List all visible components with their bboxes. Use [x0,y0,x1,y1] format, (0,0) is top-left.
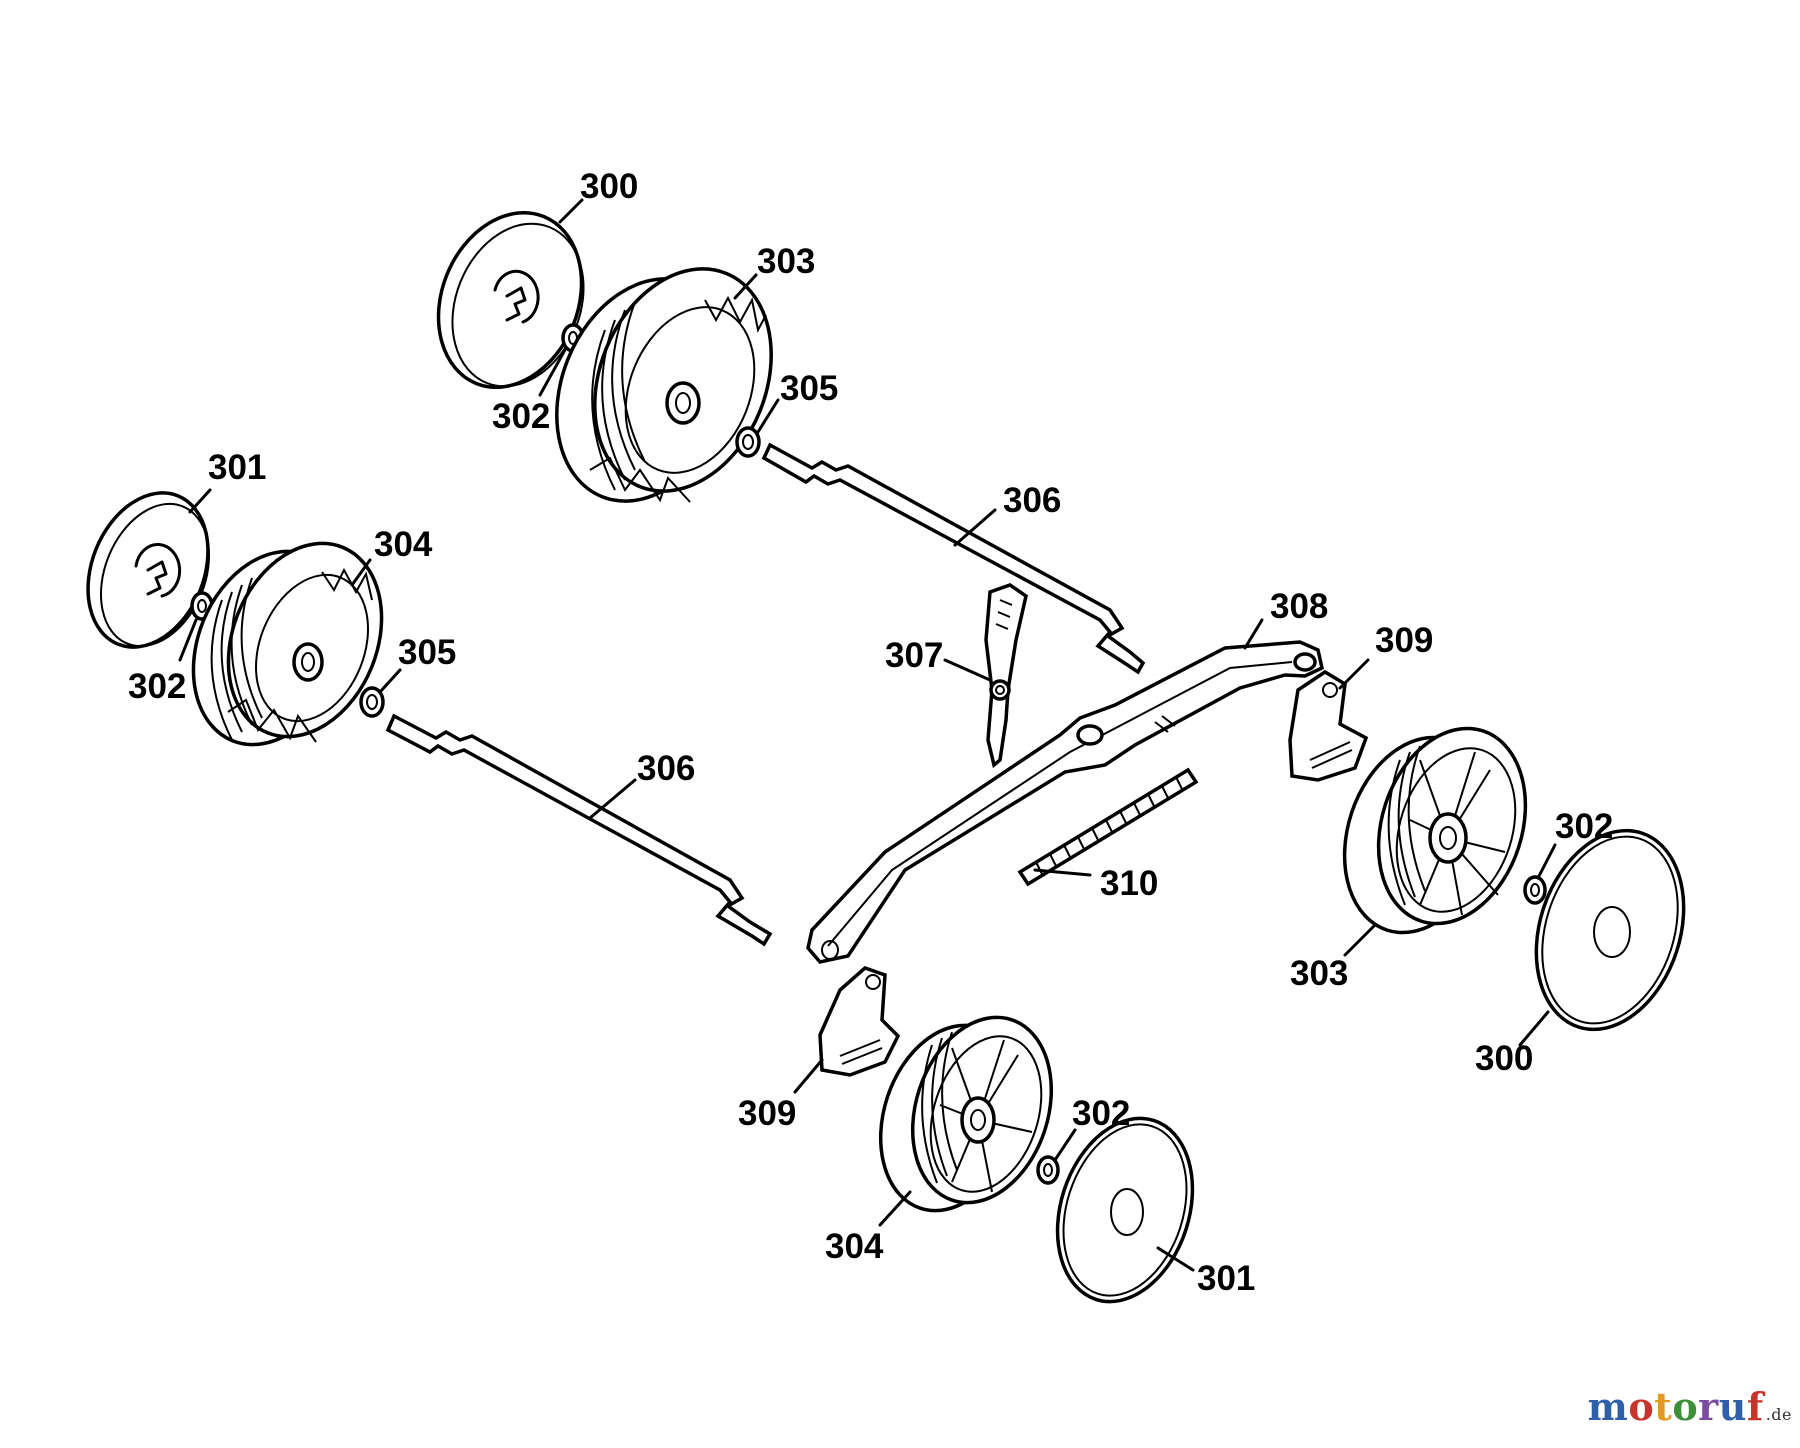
axle-306-left [385,713,773,947]
wheel-304-left [191,541,384,747]
watermark-letter: t [1654,1384,1673,1429]
watermark-letter: o [1672,1384,1699,1429]
label-302-right: 302 [1555,807,1613,846]
label-304-left: 304 [374,525,433,564]
label-305-upper: 305 [780,369,838,408]
wheel-303-upper [555,267,773,503]
leader-lines [178,198,1557,1272]
watermark-letter: o [1628,1384,1655,1429]
label-302-lower: 302 [1072,1094,1130,1133]
label-306-upper: 306 [1003,481,1061,520]
label-306-left: 306 [637,749,695,788]
label-303-right: 303 [1290,954,1348,993]
label-301-lower: 301 [1197,1259,1255,1298]
watermark-letter: f [1746,1384,1764,1429]
label-307: 307 [885,636,943,675]
wheel-304-lower [878,1015,1054,1213]
axle-306-upper [761,442,1146,675]
wheel-303-right [1342,726,1528,935]
watermark-tld: .de [1765,1405,1792,1424]
hubcap-301-lower [1055,1116,1195,1304]
bracket-309-lower [818,966,901,1077]
washer-302-right [1523,875,1547,905]
label-309-lower: 309 [738,1094,796,1133]
bracket-309-right [1288,669,1369,782]
label-309-right: 309 [1375,621,1433,660]
label-305-left: 305 [398,633,456,672]
hubcap-300-right [1534,828,1686,1032]
part-labels: 300 303 302 305 306 301 304 302 305 306 … [128,167,1613,1298]
washer-305-upper [735,426,761,458]
frame-308 [806,640,1325,964]
watermark-letter: r [1698,1384,1719,1429]
watermark-letter: u [1718,1384,1747,1429]
label-304-lower: 304 [825,1227,884,1266]
watermark-logo: motoruf.de [1588,1384,1792,1429]
watermark-letter: m [1587,1384,1629,1429]
label-301-left: 301 [208,448,266,487]
watermark-letters: motoruf [1588,1384,1764,1429]
label-310: 310 [1100,864,1158,903]
label-302-upper: 302 [492,397,550,436]
washer-305-left [359,686,385,718]
washer-302-lower [1036,1155,1060,1185]
label-302-left: 302 [128,667,186,706]
label-300-right: 300 [1475,1039,1533,1078]
label-300-upper: 300 [580,167,638,206]
lever-307 [984,583,1028,769]
label-303-upper: 303 [757,242,815,281]
label-308: 308 [1270,587,1328,626]
spring-310 [1017,767,1199,887]
